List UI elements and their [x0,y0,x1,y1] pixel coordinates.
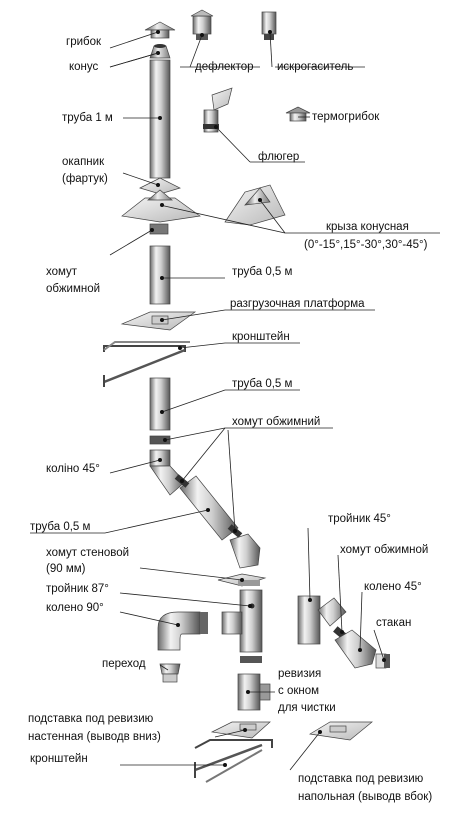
khomut-obzhimnoy-small [149,223,169,235]
truba-05-b-pipe [149,377,171,431]
label-podstavka-wall-2: настенная (выводв вниз) [28,731,161,743]
label-khomut-obzhimnoy-1: хомут [46,266,78,278]
label-truba-05-c: труба 0,5 м [30,521,91,533]
truba-05-c-diagonal [179,475,239,541]
label-kronshtein-top: кронштейн [232,331,290,343]
label-reviziya-1: ревизия [278,668,321,680]
label-flyuger: флюгер [258,151,299,163]
label-podstavka-floor-1: подставка под ревизию [298,773,424,785]
troynik-87 [221,589,263,653]
label-kryza: крыза конусная [326,221,409,233]
label-khomut-obzhimniy: хомут обжимний [232,416,320,428]
label-khomut-stenovoy-2: (90 мм) [46,563,86,575]
razgruzochnaya-platforma [120,311,197,331]
label-reviziya-2: с окном [278,685,319,697]
konus [149,44,171,59]
label-troynik-45: тройник 45° [328,513,391,525]
label-stakan: стакан [376,617,411,629]
label-kryza-angles: (0°-15°,15°-30°,30°-45°) [304,239,428,251]
label-truba-05-a: труба 0,5 м [232,266,293,278]
kronshtein-top [103,341,190,387]
label-kolino-45: коліно 45° [46,463,100,475]
label-podstavka-floor-2: напольная (выводв вбок) [298,791,432,803]
label-khomut-obzhimnoy-right: хомут обжимной [340,544,428,556]
perekhod [159,663,181,683]
label-koleno-90: колено 90° [46,602,104,614]
label-termogribok: термогрибок [312,111,380,123]
truba-05-a-pipe [149,245,171,305]
kolino-45-elbow [149,449,186,496]
kronshtein-bottom [194,739,273,783]
khomut-obzhimniy-1 [149,435,171,445]
label-reviziya-3: для чистки [278,702,336,714]
gribok-cap [144,21,176,39]
label-iskrogasitel: искрогаситель [277,61,353,73]
koleno-45-lower [229,533,261,569]
leader-lines [30,30,440,771]
label-koleno-45-right: колено 45° [364,581,422,593]
label-truba-1m: труба 1 м [62,112,113,124]
label-podstavka-wall-1: подставка под ревизию [28,713,154,725]
okapnik [139,177,181,195]
label-kronshtein-bottom: кронштейн [30,753,88,765]
kryza-konusnaya-right [224,184,286,226]
label-gribok: грибок [66,36,102,48]
label-troynik-87: тройник 87° [46,583,109,595]
label-truba-05-b: труба 0,5 м [232,378,293,390]
khomut-tee-base [240,656,262,663]
label-deflektor: дефлектор [195,61,254,73]
label-platforma: разгрузочная платформа [230,298,365,310]
label-perekhod: переход [102,658,146,670]
iskrogasitel [261,11,277,40]
label-khomut-obzhimnoy-2: обжимной [46,283,100,295]
koleno-90 [157,611,208,651]
kryza-konusnaya-left [121,189,201,223]
label-okapnik: окапник [62,156,105,168]
troynik-45 [297,595,347,645]
koleno-45-right [334,629,377,669]
flyuger [203,87,233,133]
stakan [375,653,390,669]
label-khomut-stenovoy-1: хомут стеновой [46,547,129,559]
podstavka-napolnaya [308,721,373,741]
termogribok [285,106,311,122]
label-konus: конус [69,61,99,73]
label-fartuk: (фартук) [62,173,108,185]
